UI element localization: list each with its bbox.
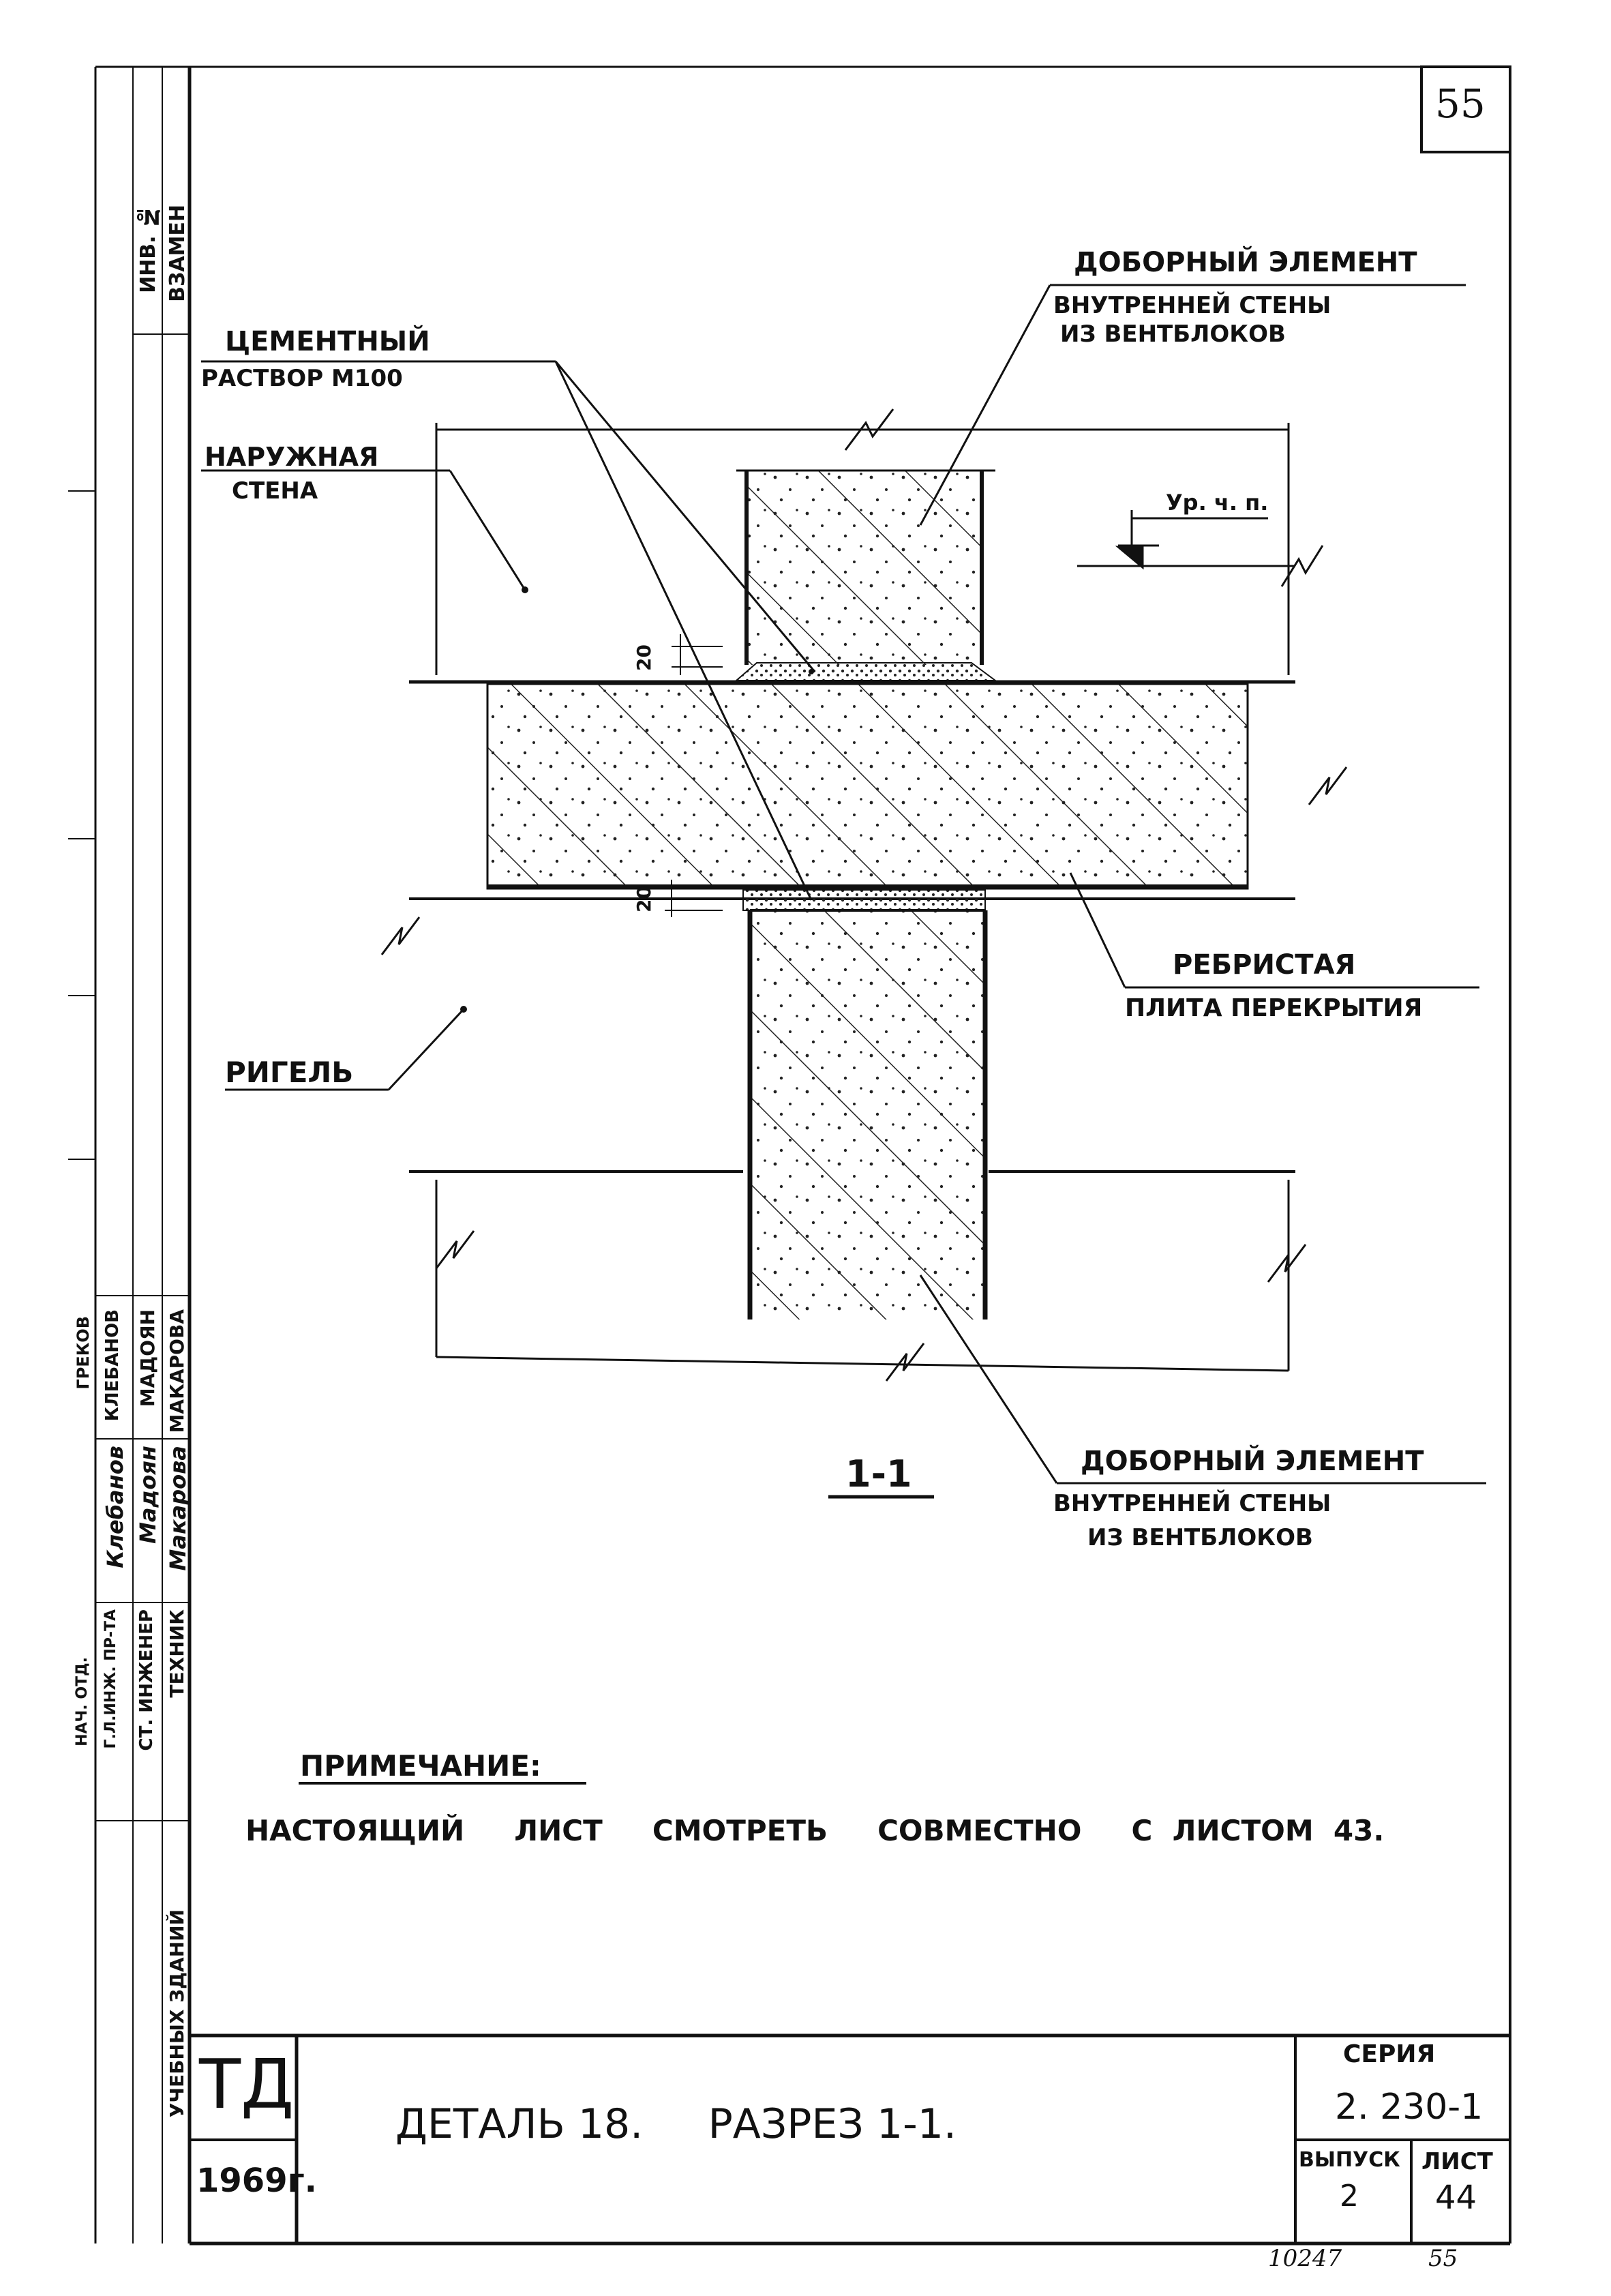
cement-mortar-label-1: ЦЕМЕНТНЫЙ [225,326,430,357]
top-element-label-1: ДОБОРНЫЙ ЭЛЕМЕНТ [1074,247,1417,278]
dimension-20-bottom [665,880,723,917]
note-heading: ПРИМЕЧАНИЕ: [300,1749,541,1783]
outer-wall-label-1: НАРУЖНАЯ [205,442,379,472]
drawing-title: ДЕТАЛЬ 18. РАЗРЕЗ 1-1. [395,2100,957,2148]
inventory-number-label: ИНВ. № [136,205,160,293]
name-makarova: МАКАРОВА [166,1309,188,1433]
section-mark: 1-1 [845,1452,912,1495]
signature-1: Клебанов [102,1446,128,1568]
bottom-element-label-1: ДОБОРНЫЙ ЭЛЕМЕНТ [1081,1446,1424,1477]
girder-label: РИГЕЛЬ [225,1056,354,1089]
mortar-bed-top [734,662,998,681]
cement-mortar-label-2: РАСТВОР М100 [201,365,403,392]
bottom-code: 10247 [1268,2245,1342,2272]
bottom-page: 55 [1428,2245,1458,2272]
replace-label: ВЗАМЕН [166,205,190,302]
institute-label: УЧЕБНЫХ ЗДАНИЙ [166,1909,188,2118]
org-mark: ТД [199,2044,295,2124]
chief-name: ГРЕКОВ [74,1316,93,1390]
name-klebanov: КЛЕБАНОВ [102,1309,123,1422]
series-value: 2. 230-1 [1335,2087,1484,2128]
sheet-frame [68,65,1511,2246]
upper-ventblock-wall [736,469,995,665]
dimension-20-top [672,634,723,675]
role-chief-engineer: Г.Л.ИНЖ. ПР-ТА [102,1609,119,1749]
ribbed-slab-label-2: ПЛИТА ПЕРЕКРЫТИЯ [1125,994,1423,1022]
leader-dots [460,586,814,1013]
dimension-20-bottom-text: 20 [632,886,655,912]
role-senior-engineer: СТ. ИНЖЕНЕР [136,1609,157,1751]
series-label: СЕРИЯ [1343,2040,1436,2068]
dimension-20-top-text: 20 [632,644,655,671]
year: 1969г. [196,2162,317,2200]
note-text: НАСТОЯЩИЙ ЛИСТ СМОТРЕТЬ СОВМЕСТНО С ЛИСТ… [245,1814,1385,1847]
ribbed-floor-slab [486,683,1249,890]
mortar-bed-bottom [742,889,986,911]
bottom-element-label-3: ИЗ ВЕНТБЛОКОВ [1087,1524,1313,1551]
issue-label: ВЫПУСК [1299,2148,1400,2172]
outer-wall-label-2: СТЕНА [232,477,318,505]
role-technician: ТЕХНИК [166,1609,188,1698]
extension-lines [380,408,1348,1382]
ribbed-slab-label-1: РЕБРИСТАЯ [1173,949,1356,981]
signature-3: Макарова [165,1446,191,1571]
title-block-lines [190,2033,1510,2243]
leader-lines [201,284,1486,1785]
top-element-label-2: ВНУТРЕННЕЙ СТЕНЫ [1053,292,1331,319]
name-madoyan: МАДОЯН [136,1309,159,1407]
issue-value: 2 [1340,2179,1359,2213]
sheet-label: ЛИСТ [1421,2148,1493,2175]
bottom-element-label-2: ВНУТРЕННЕЙ СТЕНЫ [1053,1490,1331,1517]
chief-label: НАЧ. ОТД. [74,1657,91,1746]
sheet-value: 44 [1435,2179,1477,2217]
floor-level-label: Ур. ч. п. [1166,490,1269,516]
lower-ventblock-wall [747,909,988,1320]
signature-2: Мадоян [135,1446,161,1544]
top-element-label-3: ИЗ ВЕНТБЛОКОВ [1060,320,1286,348]
corner-number: 55 [1435,80,1486,127]
corner-number-box [1420,65,1511,153]
